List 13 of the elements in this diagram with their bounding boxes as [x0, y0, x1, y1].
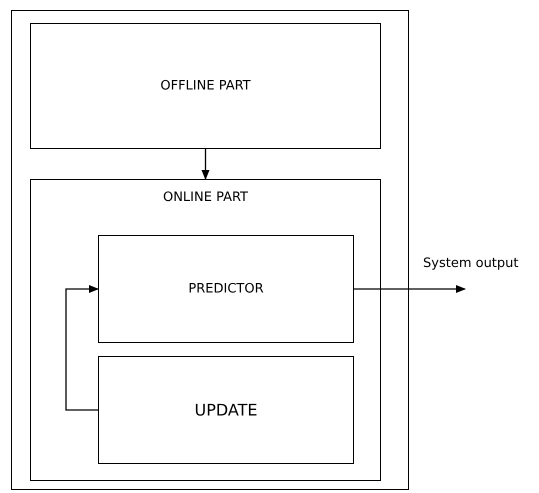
box-label: OFFLINE PART: [160, 78, 251, 94]
box-label: PREDICTOR: [188, 282, 264, 296]
container-box: [30, 179, 381, 481]
arrow: [65, 285, 99, 411]
outer-frame: [11, 10, 409, 490]
box-label: ONLINE PART: [162, 190, 248, 205]
process-box: [98, 356, 354, 464]
box-label: UPDATE: [194, 400, 258, 420]
process-box: [98, 235, 354, 343]
process-box: [30, 23, 381, 149]
arrow: [202, 149, 210, 180]
arrow: [354, 285, 466, 293]
edge-label: System output: [423, 256, 518, 271]
